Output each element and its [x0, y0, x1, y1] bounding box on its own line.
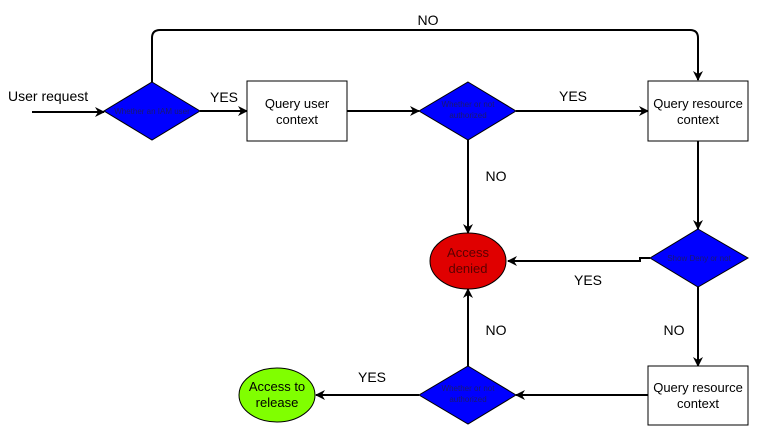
edge-label-iam-yes: YES [210, 89, 238, 105]
process-box [647, 365, 749, 426]
node-show-deny: Show Deny or not [649, 228, 749, 288]
edge-label-deny-no: NO [664, 322, 685, 338]
decision-diamond [103, 81, 201, 141]
node-authorized-1: Whether or not authorized [418, 81, 517, 141]
denied-terminal [429, 232, 507, 290]
decision-diamond [649, 228, 749, 288]
edge-label-auth2-no: NO [486, 322, 507, 338]
node-iam-check-text: Whether an IAM user [114, 107, 190, 116]
edge-label-auth2-yes: YES [358, 369, 386, 385]
node-query-resource-context-2-line2: context [677, 396, 719, 411]
edge-label-deny-yes: YES [574, 272, 602, 288]
node-access-release-line1: Access to [249, 379, 305, 394]
node-access-release-line2: release [256, 395, 299, 410]
node-authorized-1-line1: Whether or not [442, 100, 496, 109]
node-query-resource-context-1: Query resource context [647, 80, 749, 142]
edge-deny-yes-to-denied [507, 256, 650, 266]
process-box [246, 80, 348, 142]
process-box [647, 80, 749, 142]
node-authorized-2-line1: Whether or not [442, 384, 496, 393]
edge-label-auth1-yes: YES [559, 88, 587, 104]
node-query-resource-context-2: Query resource context [647, 365, 749, 426]
start-label: User request [8, 88, 88, 104]
node-authorized-2: Whether or not authorized [418, 365, 517, 425]
release-terminal [238, 367, 316, 423]
edge-label-auth1-no: NO [486, 168, 507, 184]
node-access-denied-line2: denied [448, 261, 487, 276]
decision-diamond [418, 81, 517, 141]
decision-diamond [418, 365, 517, 425]
node-show-deny-text: Show Deny or not [667, 254, 731, 263]
node-query-user-context-line2: context [276, 112, 318, 127]
edges [32, 29, 703, 400]
node-access-denied-line1: Access [447, 245, 489, 260]
node-access-release: Access to release [238, 367, 316, 423]
edge-label-top-no: NO [418, 12, 439, 28]
node-authorized-2-line2: authorized [449, 395, 486, 404]
node-query-resource-context-2-line1: Query resource [653, 380, 743, 395]
node-query-user-context-line1: Query user [265, 96, 330, 111]
node-query-resource-context-1-line1: Query resource [653, 96, 743, 111]
node-access-denied: Access denied [429, 232, 507, 290]
edge-iam-no-to-resource [151, 29, 703, 82]
node-authorized-1-line2: authorized [449, 111, 486, 120]
node-query-resource-context-1-line2: context [677, 112, 719, 127]
node-iam-check: Whether an IAM user [103, 81, 201, 141]
node-query-user-context: Query user context [246, 80, 348, 142]
